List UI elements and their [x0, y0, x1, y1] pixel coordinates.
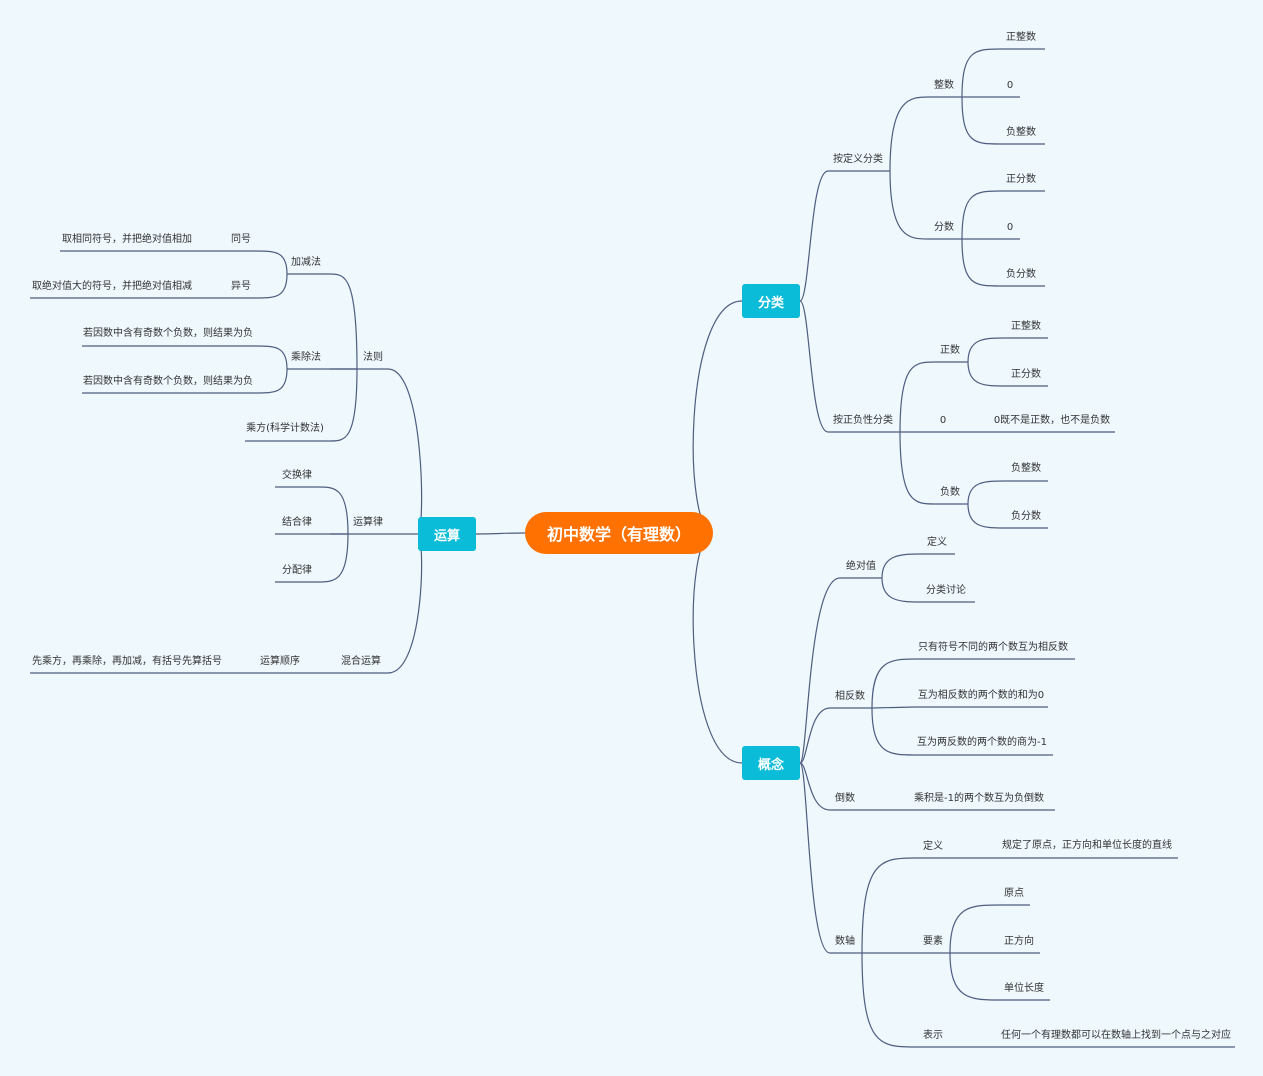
topic-positive-integer[interactable]: 正整数 — [1006, 32, 1036, 43]
topic-axis-representation[interactable]: 表示 — [923, 1030, 943, 1041]
topic-axis-definition[interactable]: 定义 — [923, 841, 943, 852]
topic-positive-fraction[interactable]: 正分数 — [1006, 174, 1036, 185]
topic-different-sign[interactable]: 异号 — [231, 281, 251, 292]
topic-abs-case-analysis[interactable]: 分类讨论 — [926, 585, 966, 596]
topic-reciprocal[interactable]: 倒数 — [835, 793, 855, 804]
topic-negative-fraction[interactable]: 负分数 — [1006, 269, 1036, 280]
topic-reciprocal-1[interactable]: 乘积是-1的两个数互为负倒数 — [914, 793, 1044, 804]
topic-number-axis[interactable]: 数轴 — [835, 936, 855, 947]
topic-zero-fraction[interactable]: 0 — [1006, 222, 1014, 233]
topic-opposite-1[interactable]: 只有符号不同的两个数互为相反数 — [918, 642, 1068, 653]
root-topic[interactable]: 初中数学（有理数） — [525, 512, 713, 554]
topic-same-sign-text[interactable]: 取相同符号，并把绝对值相加 — [62, 234, 192, 245]
topic-operation-order[interactable]: 运算顺序 — [260, 656, 300, 667]
topic-positive[interactable]: 正数 — [940, 345, 960, 356]
topic-integer[interactable]: 整数 — [934, 80, 954, 91]
topic-rules[interactable]: 法则 — [363, 352, 383, 363]
topic-distributive[interactable]: 分配律 — [282, 565, 312, 576]
topic-representation-text[interactable]: 任何一个有理数都可以在数轴上找到一个点与之对应 — [1001, 1030, 1231, 1041]
topic-negative[interactable]: 负数 — [940, 487, 960, 498]
topic-origin[interactable]: 原点 — [1004, 888, 1024, 899]
branch-yunsuan[interactable]: 运算 — [418, 517, 476, 551]
topic-opposite-3[interactable]: 互为两反数的两个数的商为-1 — [917, 737, 1047, 748]
topic-different-sign-text[interactable]: 取绝对值大的符号，并把绝对值相减 — [32, 281, 192, 292]
topic-abs-definition[interactable]: 定义 — [927, 537, 947, 548]
topic-axis-elements[interactable]: 要素 — [923, 936, 943, 947]
topic-opposite-number[interactable]: 相反数 — [835, 691, 865, 702]
topic-positive-int[interactable]: 正整数 — [1011, 321, 1041, 332]
topic-add-subtract[interactable]: 加减法 — [291, 257, 321, 268]
topic-zero[interactable]: 0 — [939, 415, 947, 426]
topic-opposite-2[interactable]: 互为相反数的两个数的和为0 — [917, 690, 1045, 701]
topic-by-definition[interactable]: 按定义分类 — [833, 154, 883, 165]
topic-power[interactable]: 乘方(科学计数法) — [246, 423, 324, 434]
topic-mixed-operations[interactable]: 混合运算 — [341, 656, 381, 667]
topic-positive-direction[interactable]: 正方向 — [1004, 936, 1034, 947]
topic-by-sign[interactable]: 按正负性分类 — [833, 415, 893, 426]
topic-unit-length[interactable]: 单位长度 — [1004, 983, 1044, 994]
topic-fraction[interactable]: 分数 — [934, 222, 954, 233]
topic-axis-definition-text[interactable]: 规定了原点，正方向和单位长度的直线 — [1002, 840, 1172, 851]
topic-negative-integer[interactable]: 负整数 — [1006, 127, 1036, 138]
topic-operation-order-text[interactable]: 先乘方，再乘除，再加减，有括号先算括号 — [32, 656, 222, 667]
topic-muldiv-rule-2[interactable]: 若因数中含有奇数个负数，则结果为负 — [83, 376, 253, 387]
topic-absolute-value[interactable]: 绝对值 — [846, 561, 876, 572]
topic-multiply-divide[interactable]: 乘除法 — [291, 352, 321, 363]
branch-gainian[interactable]: 概念 — [742, 746, 800, 780]
branch-fenlei[interactable]: 分类 — [742, 284, 800, 318]
topic-zero-integer[interactable]: 0 — [1006, 80, 1014, 91]
topic-commutative[interactable]: 交换律 — [282, 470, 312, 481]
topic-associative[interactable]: 结合律 — [282, 517, 312, 528]
topic-positive-frac[interactable]: 正分数 — [1011, 369, 1041, 380]
topic-zero-description[interactable]: 0既不是正数，也不是负数 — [993, 415, 1111, 426]
topic-negative-frac[interactable]: 负分数 — [1011, 511, 1041, 522]
topic-laws[interactable]: 运算律 — [353, 517, 383, 528]
topic-muldiv-rule-1[interactable]: 若因数中含有奇数个负数，则结果为负 — [83, 328, 253, 339]
topic-negative-int[interactable]: 负整数 — [1011, 463, 1041, 474]
topic-same-sign[interactable]: 同号 — [231, 234, 251, 245]
